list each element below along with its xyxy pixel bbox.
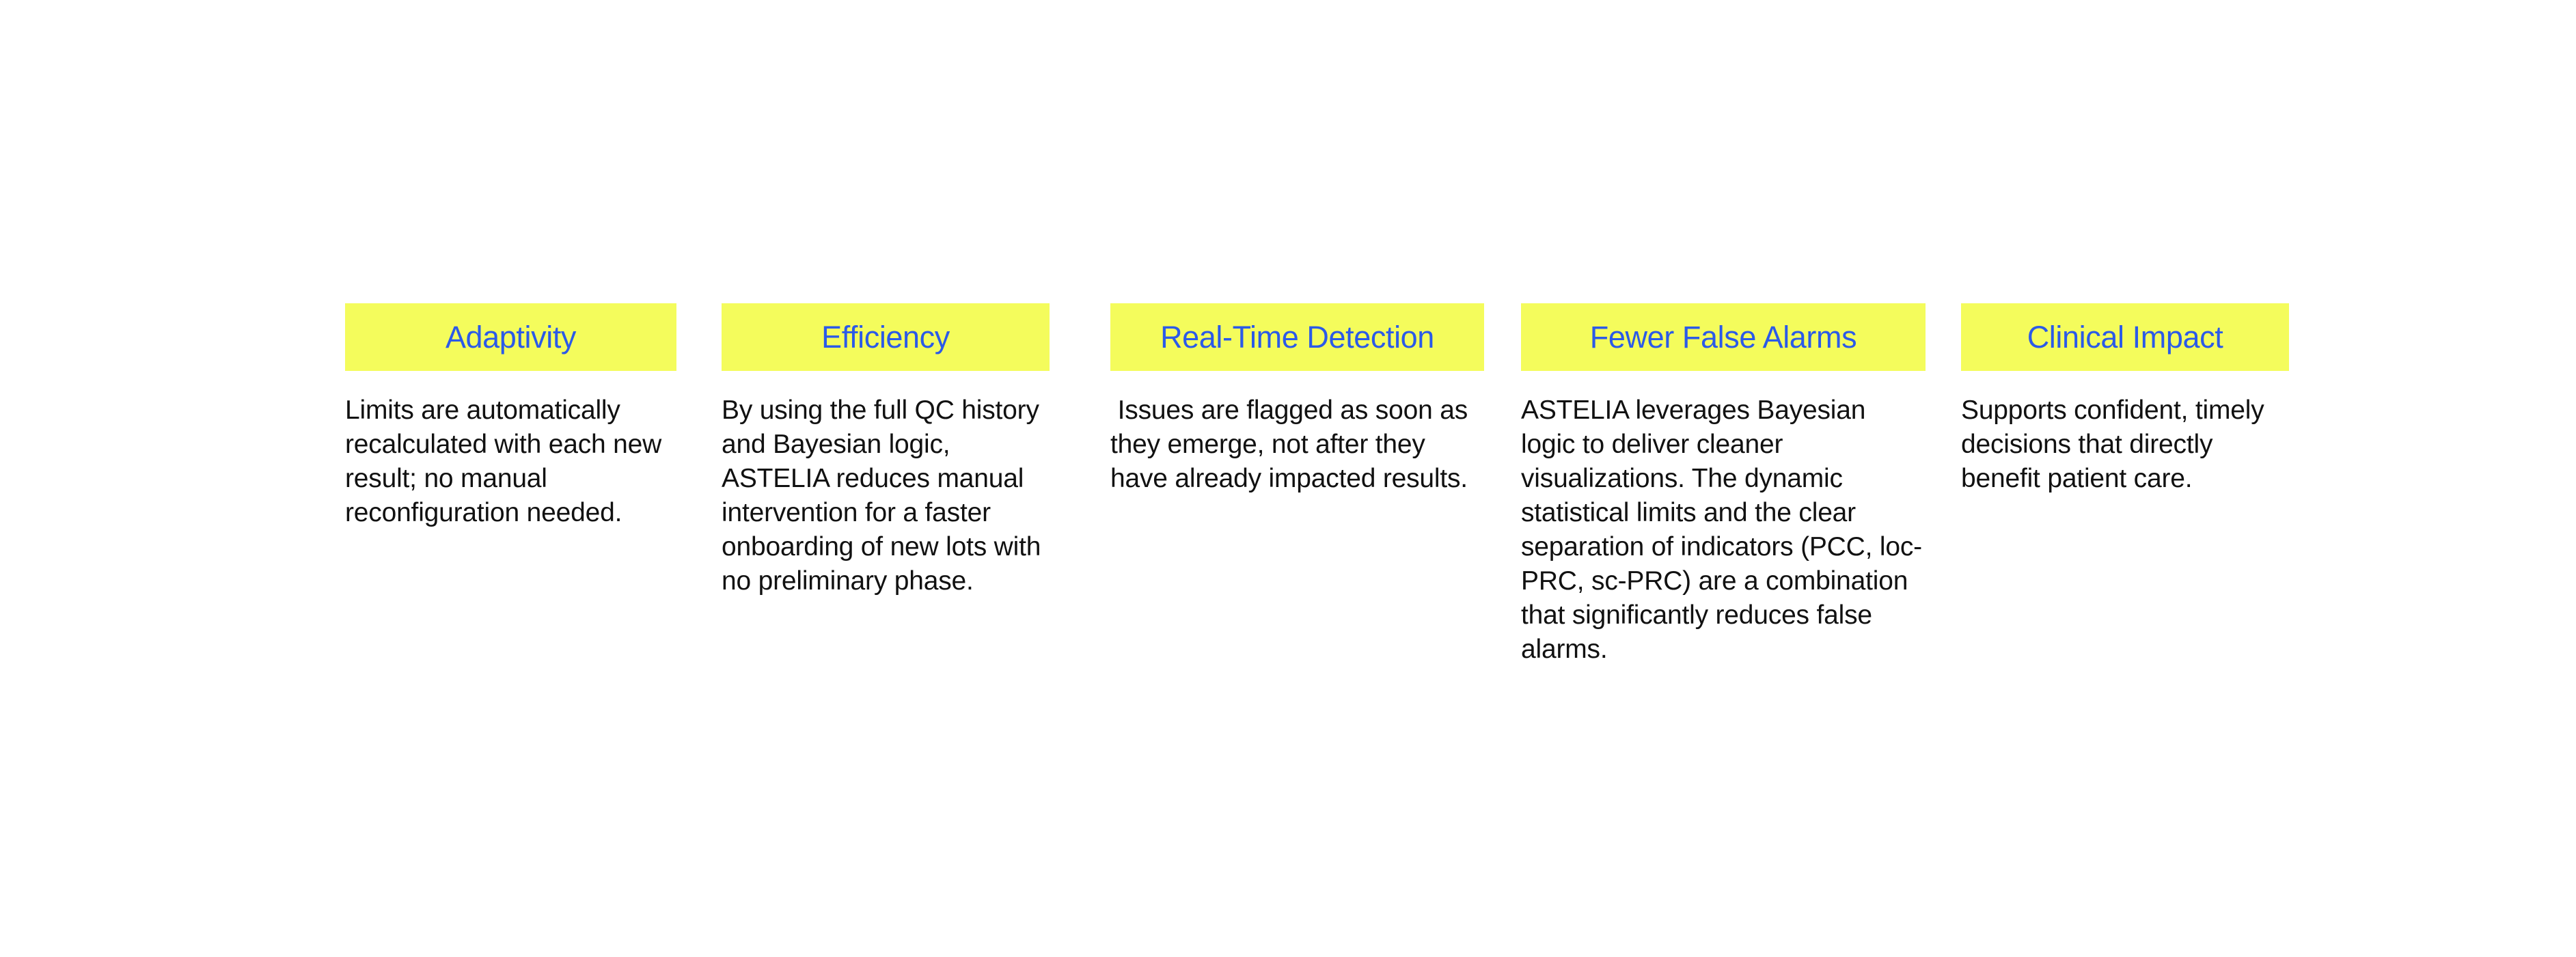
feature-column-clinical-impact: Clinical Impact Supports confident, time… [1961, 303, 2289, 496]
feature-body: Supports confident, timely decisions tha… [1961, 396, 2272, 493]
feature-header-real-time-detection: Real-Time Detection [1110, 303, 1484, 371]
feature-body: Issues are flagged as soon as they emerg… [1110, 396, 1475, 493]
feature-title: Fewer False Alarms [1589, 320, 1857, 355]
feature-title: Real-Time Detection [1160, 320, 1434, 355]
feature-column-efficiency: Efficiency By using the full QC history … [722, 303, 1050, 598]
feature-title: Efficiency [821, 320, 950, 355]
feature-column-adaptivity: Adaptivity Limits are automatically reca… [345, 303, 676, 530]
feature-columns: Adaptivity Limits are automatically reca… [345, 303, 2299, 667]
feature-title: Adaptivity [445, 320, 577, 355]
feature-header-efficiency: Efficiency [722, 303, 1050, 371]
feature-body: Limits are automatically recalculated wi… [345, 396, 669, 527]
feature-column-fewer-false-alarms: Fewer False Alarms ASTELIA leverages Bay… [1521, 303, 1926, 667]
feature-header-clinical-impact: Clinical Impact [1961, 303, 2289, 371]
feature-column-real-time-detection: Real-Time Detection Issues are flagged a… [1110, 303, 1484, 496]
feature-title: Clinical Impact [2027, 320, 2223, 355]
feature-header-fewer-false-alarms: Fewer False Alarms [1521, 303, 1926, 371]
feature-body: By using the full QC history and Bayesia… [722, 396, 1048, 596]
feature-header-adaptivity: Adaptivity [345, 303, 676, 371]
feature-body: ASTELIA leverages Bayesian logic to deli… [1521, 396, 1930, 664]
